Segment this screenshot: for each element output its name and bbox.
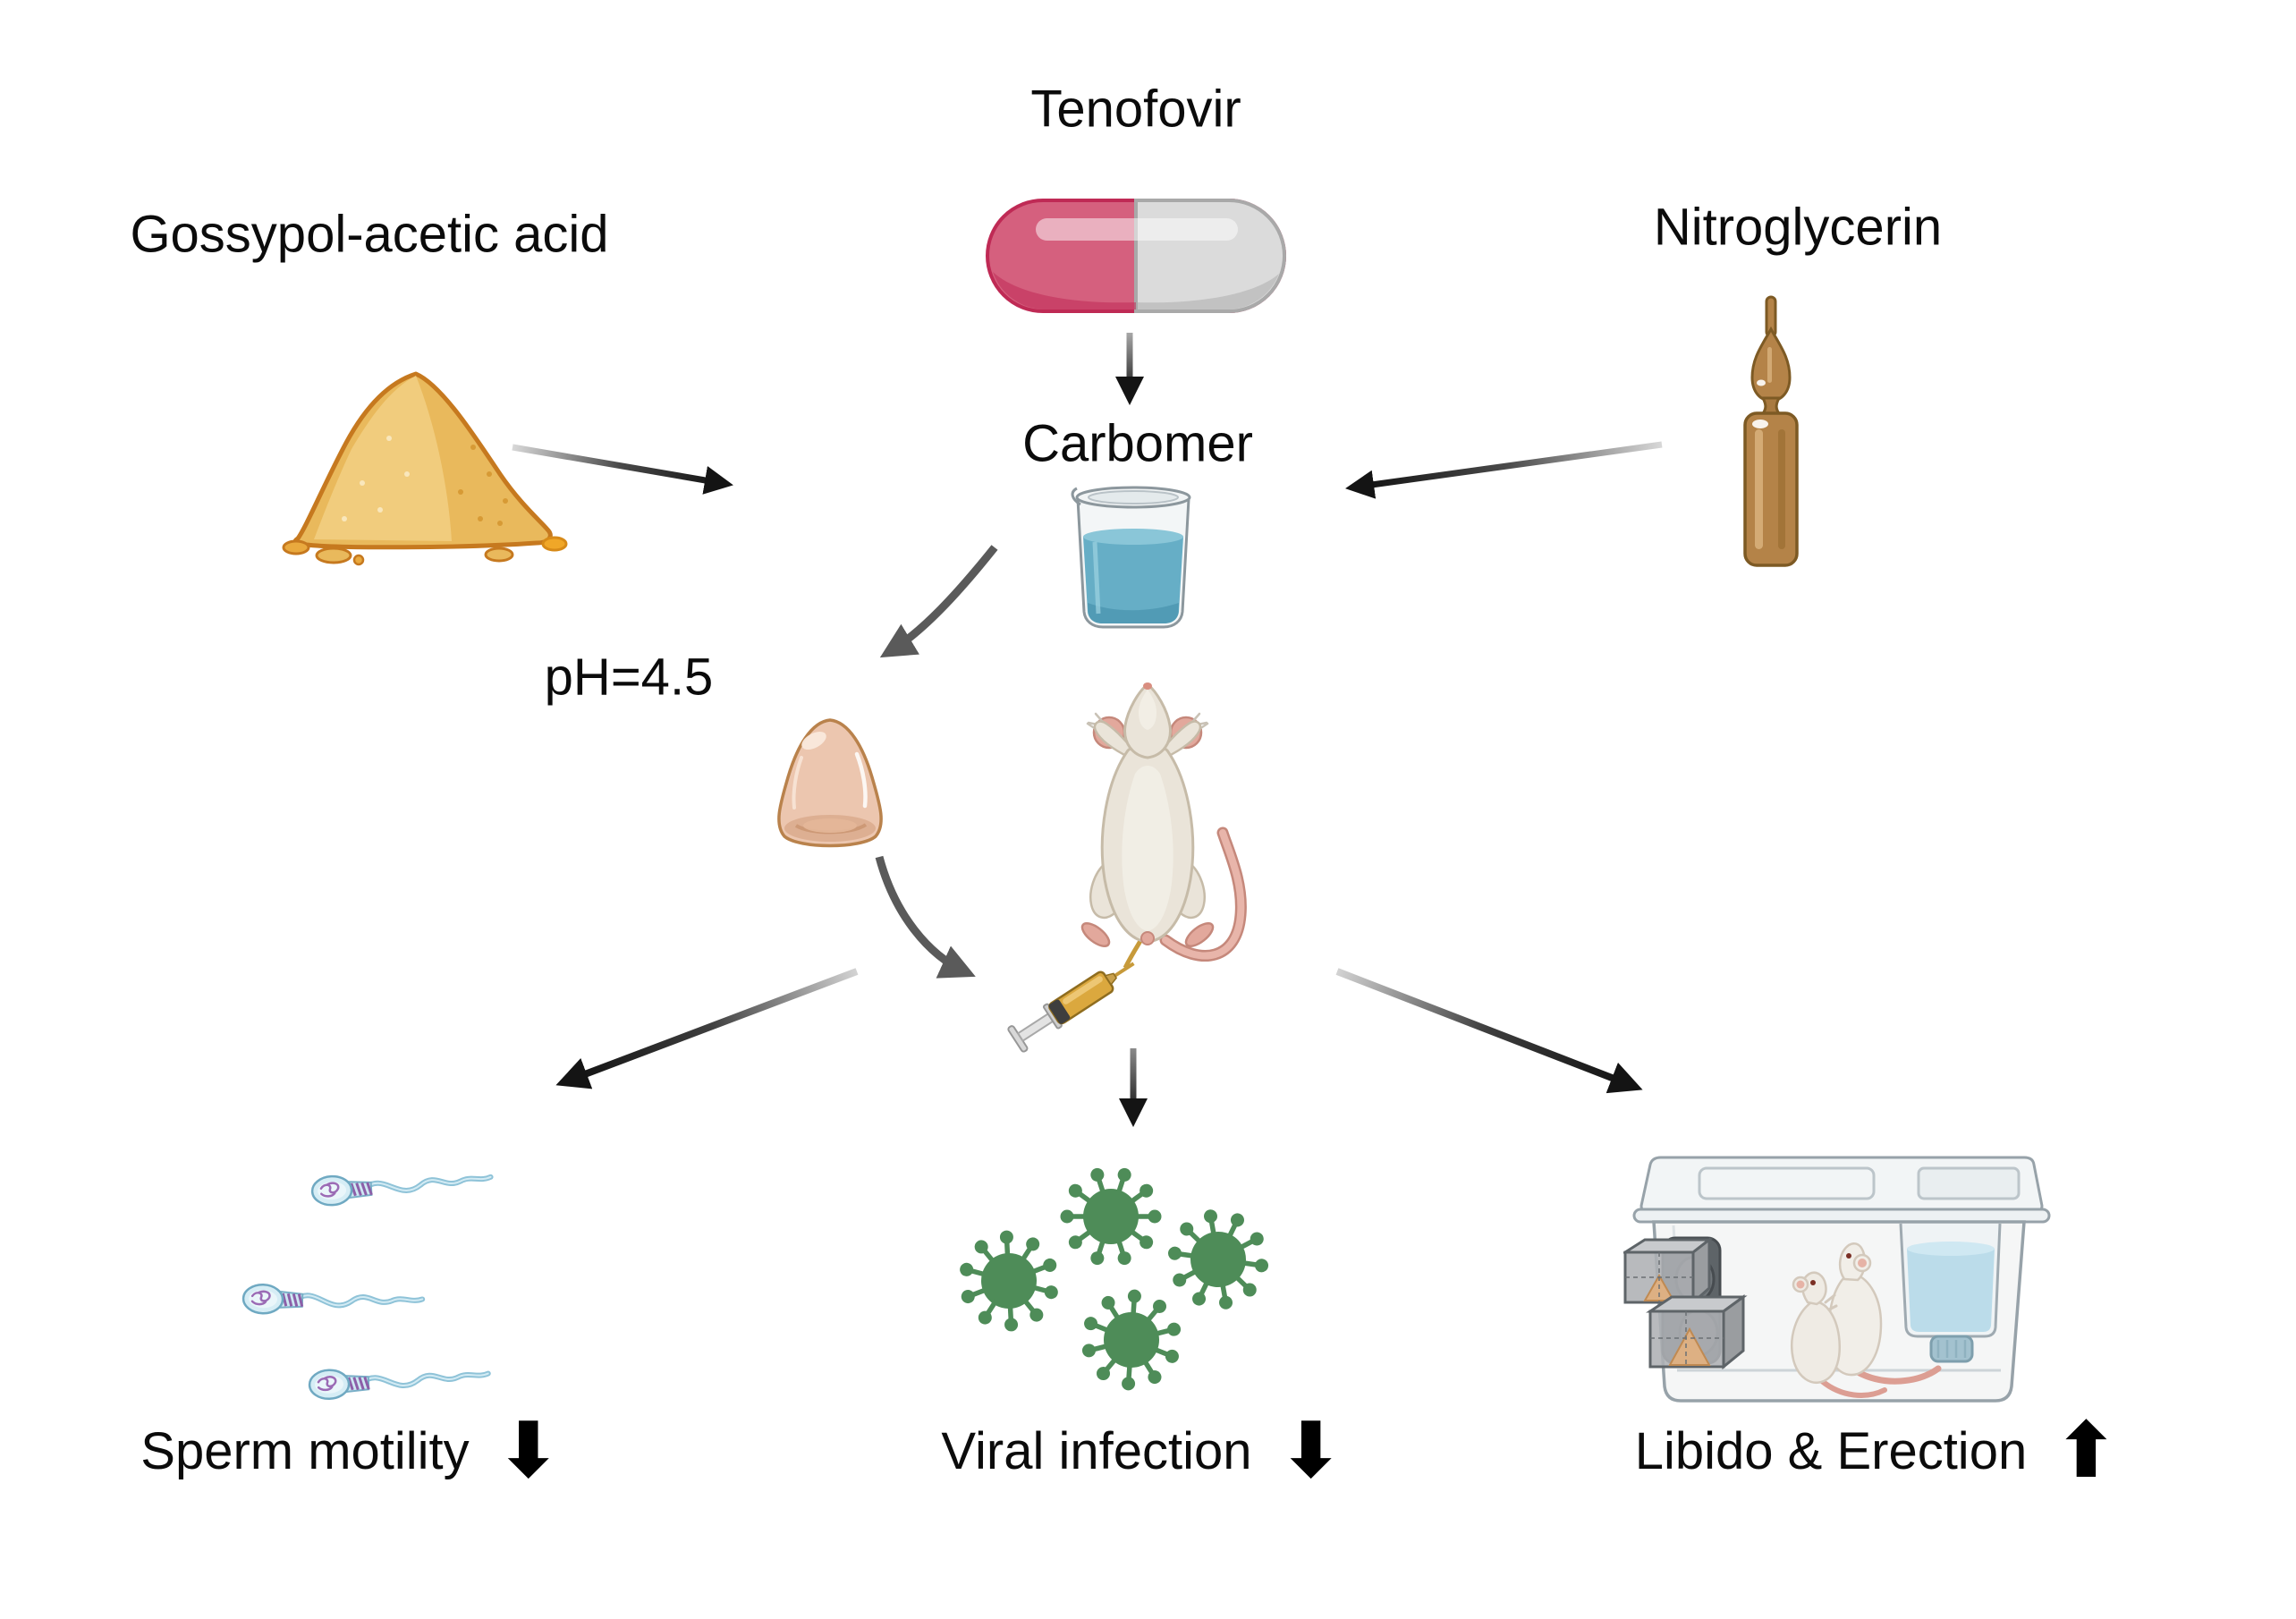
libido-erection-label: Libido & Erection — [1634, 1421, 2028, 1480]
sperm-motility-label: Sperm motility — [140, 1421, 470, 1480]
outcome-viral-infection: Viral infection ⬇ — [941, 1412, 1343, 1489]
arrow-rat-to-sperm — [555, 968, 859, 1089]
arrow-rat-to-cage — [1335, 968, 1643, 1094]
ph-label: pH=4.5 — [544, 648, 714, 707]
up-arrow-icon: ⬆ — [2054, 1406, 2119, 1496]
tenofovir-label: Tenofovir — [1030, 80, 1241, 139]
mouse-cage-illustration — [1623, 1156, 2051, 1403]
sperm-cell-illustration — [241, 1283, 426, 1315]
sperm-cell-illustration — [310, 1174, 494, 1207]
virus-icon — [947, 1219, 1071, 1343]
down-arrow-icon: ⬇ — [1278, 1406, 1343, 1496]
virus-icon — [1161, 1203, 1275, 1317]
rat-illustration — [1080, 682, 1247, 962]
down-arrow-icon: ⬇ — [496, 1406, 561, 1496]
arrow-gossypol-to-carbomer — [512, 444, 733, 495]
gossypol-label: Gossypol-acetic acid — [130, 205, 609, 264]
curved-arrow-gel-to-syringe — [875, 855, 976, 979]
sperm-cell-illustration — [308, 1369, 491, 1401]
gossypol-powder-illustration — [282, 371, 568, 566]
viral-infection-label: Viral infection — [941, 1421, 1252, 1480]
nitroglycerin-ampoule-illustration — [1743, 295, 1799, 567]
virus-icon — [1066, 1275, 1198, 1395]
virus-icon — [1061, 1166, 1162, 1267]
carbomer-label: Carbomer — [1022, 414, 1253, 473]
carbomer-beaker-illustration — [1071, 486, 1191, 629]
outcome-sperm-motility: Sperm motility ⬇ — [140, 1412, 560, 1489]
arrow-nitroglycerin-to-carbomer — [1345, 441, 1663, 499]
outcome-libido-erection: Libido & Erection ⬆ — [1635, 1412, 2119, 1489]
nitroglycerin-label: Nitroglycerin — [1653, 198, 1943, 257]
syringe-illustration — [1007, 962, 1135, 1053]
tenofovir-capsule-illustration — [986, 199, 1286, 313]
curved-arrow-beaker-to-gel — [879, 545, 998, 658]
gel-illustration — [777, 718, 883, 848]
virus-particles-illustration — [939, 1154, 1315, 1395]
